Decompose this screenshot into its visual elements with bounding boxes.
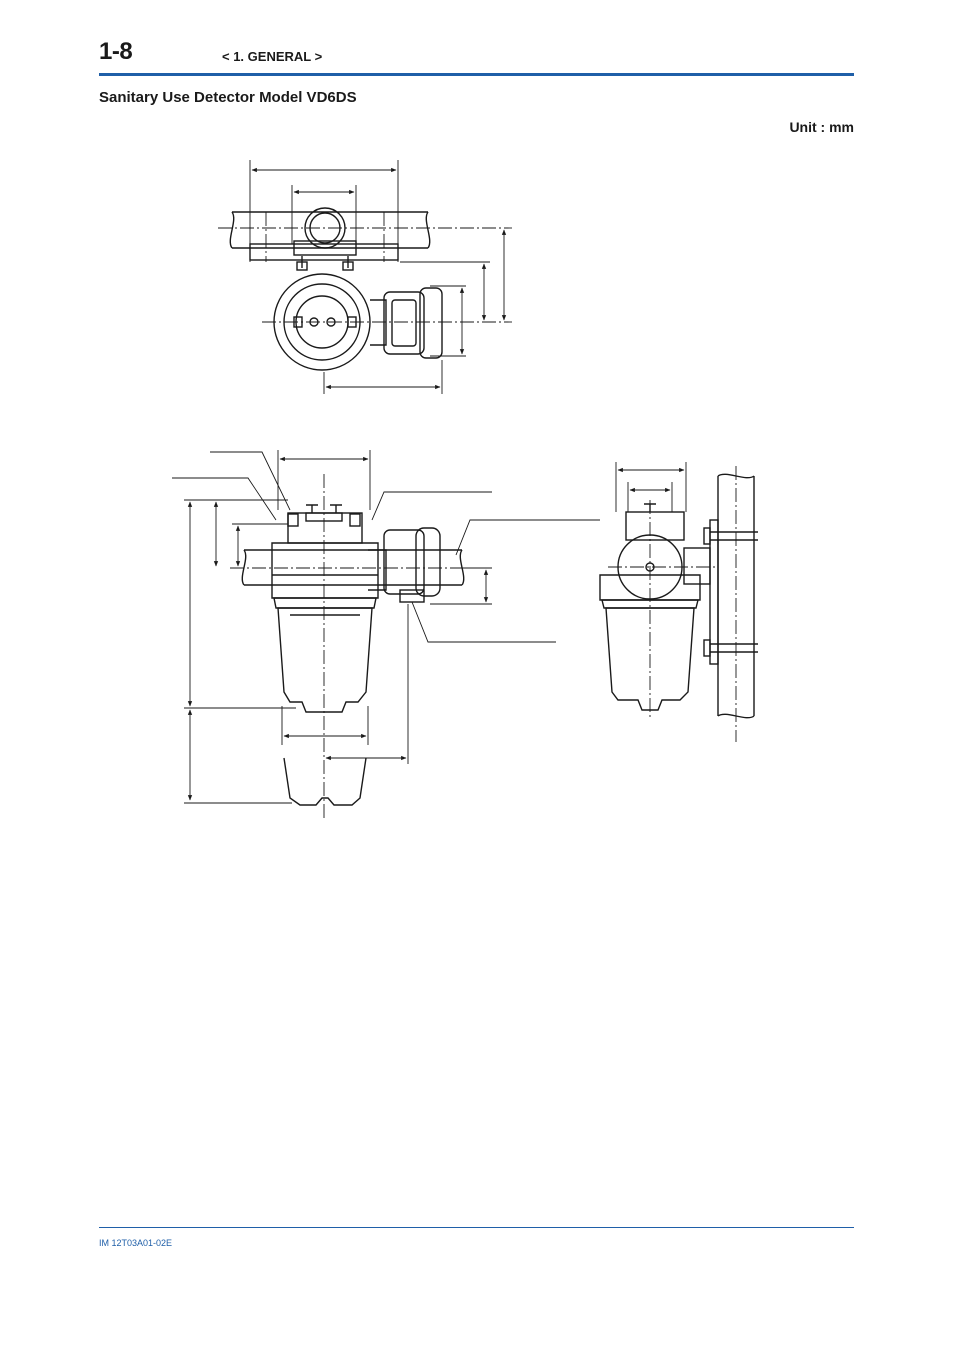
document-id: IM 12T03A01-02E [99,1238,173,1248]
section-title: Sanitary Use Detector Model VD6DS [99,89,357,106]
front-view-dimensions [172,450,600,804]
header-divider [99,73,854,76]
side-view [599,473,758,719]
top-view-centerlines [218,212,512,323]
top-view [229,207,443,371]
top-view-dimensions [249,160,507,394]
footer-divider [99,1227,854,1228]
front-view [241,504,465,806]
section-label: < 1. GENERAL > [222,49,323,64]
side-view-centerlines [608,466,737,742]
side-view-dimensions [615,462,687,512]
page-number: 1-8 [99,38,133,65]
unit-label: Unit : mm [789,119,854,135]
front-view-centerlines [230,474,470,820]
